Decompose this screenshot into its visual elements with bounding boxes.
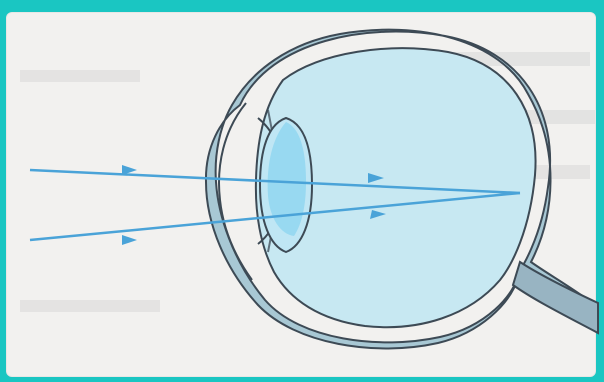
ray-arrow-head [122,235,137,245]
eye-outline [206,30,598,349]
